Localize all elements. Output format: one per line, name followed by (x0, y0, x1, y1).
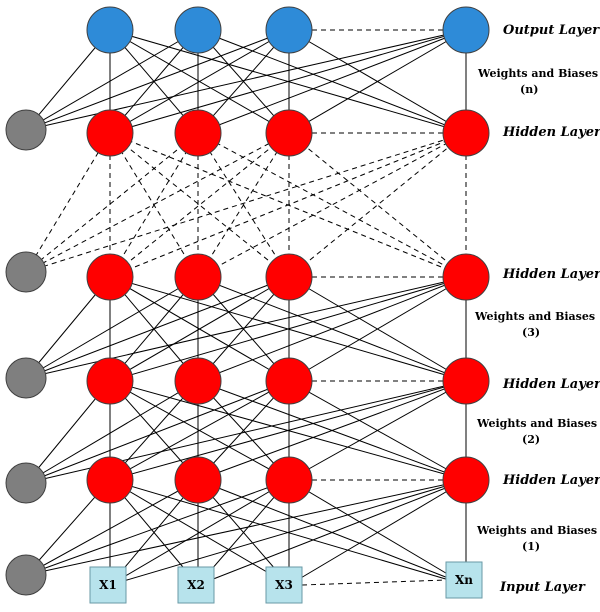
weight-line-n (288, 29, 467, 134)
weight-line-1-bias (25, 479, 467, 576)
output-neuron (442, 6, 490, 54)
weight-line-1-bias (25, 479, 199, 576)
weight-line-3-bias (25, 276, 199, 379)
weight-line-n-bias (25, 29, 290, 131)
output-neuron (86, 6, 134, 54)
output-neuron (265, 6, 313, 54)
weight-line-2 (288, 380, 467, 481)
hidden-layer-3-label: Hidden Layer . (502, 267, 600, 282)
network-nodes (5, 6, 490, 596)
weight-line-n-bias (25, 29, 199, 131)
weight-line-dashed (109, 132, 290, 278)
input-box (445, 561, 483, 599)
input-box (265, 566, 303, 604)
weights-label-1: Weights and Biases (1) (476, 524, 597, 553)
hidden-layer-n-label: Hidden Layer . (502, 125, 600, 140)
weight-line-dashed-bias (25, 132, 467, 273)
input-node-x2: X2 (177, 566, 215, 604)
hidden-neuron (86, 357, 134, 405)
weights-label-n-title: Weights and Biases (477, 67, 598, 80)
output-neuron (174, 6, 222, 54)
hidden-neuron (86, 109, 134, 157)
weights-label-n: Weights and Biases (n) (477, 67, 598, 96)
input-layer-label: Input Layer (499, 580, 586, 595)
weights-label-3-index: (3) (522, 326, 540, 339)
ellipsis-line (301, 579, 447, 586)
weights-label-1-index: (1) (522, 540, 540, 553)
weight-line-3-bias (25, 276, 290, 379)
hidden-neuron (265, 253, 313, 301)
input-node-x3: X3 (265, 566, 303, 604)
connection-lines (25, 29, 467, 586)
weight-line-dashed (197, 132, 467, 278)
bias-node (5, 109, 47, 151)
weight-line-dashed (109, 132, 467, 278)
weight-line-dashed (288, 132, 467, 278)
hidden-neuron (86, 456, 134, 504)
weight-line-1-bias (25, 479, 290, 576)
hidden-neuron (174, 456, 222, 504)
weights-label-2: Weights and Biases (2) (476, 417, 597, 446)
weights-label-3-title: Weights and Biases (474, 310, 595, 323)
input-label-x2: X2 (187, 578, 205, 592)
weight-line-1 (197, 479, 467, 586)
bias-node (5, 462, 47, 504)
hidden-neuron (442, 456, 490, 504)
hidden-neuron (265, 456, 313, 504)
weight-line-n (109, 29, 290, 134)
input-box (89, 566, 127, 604)
weight-line-1 (109, 479, 290, 586)
weight-line-2 (197, 380, 467, 481)
weights-label-1-title: Weights and Biases (476, 524, 597, 537)
hidden-neuron (174, 253, 222, 301)
weight-line-3 (288, 276, 467, 382)
weight-line-dashed (288, 132, 467, 278)
hidden-layer-1-label: Hidden Layer . (502, 473, 600, 488)
weight-line-2-bias (25, 380, 290, 484)
input-node-xn: Xn (445, 561, 483, 599)
weight-line-dashed-bias (25, 132, 111, 273)
hidden-neuron (442, 253, 490, 301)
hidden-neuron (86, 253, 134, 301)
weight-line-dashed-bias (25, 132, 290, 273)
input-node-x1: X1 (89, 566, 127, 604)
weights-label-2-title: Weights and Biases (476, 417, 597, 430)
input-box (177, 566, 215, 604)
bias-node (5, 357, 47, 399)
weight-line-2-bias (25, 380, 199, 484)
weight-line-dashed-bias (25, 132, 199, 273)
hidden-neuron (265, 109, 313, 157)
weights-label-2-index: (2) (522, 433, 540, 446)
bias-node (5, 554, 47, 596)
weight-line-2 (109, 380, 290, 481)
bias-node (5, 251, 47, 293)
input-label-xn: Xn (455, 573, 473, 587)
hidden-neuron (174, 109, 222, 157)
weight-line-1 (109, 479, 467, 586)
hidden-neuron (442, 109, 490, 157)
hidden-neuron (174, 357, 222, 405)
output-layer-label: Output Layer (503, 23, 600, 38)
input-label-x1: X1 (99, 578, 117, 592)
weight-line-3 (109, 276, 290, 382)
hidden-neuron (442, 357, 490, 405)
weight-line-dashed (109, 132, 199, 278)
weights-label-3: Weights and Biases (3) (474, 310, 595, 339)
weight-line-1 (288, 479, 467, 586)
weights-label-n-index: (n) (520, 83, 538, 96)
hidden-neuron (265, 357, 313, 405)
weight-line-dashed (109, 132, 290, 278)
input-label-x3: X3 (275, 578, 293, 592)
weight-line-dashed (197, 132, 290, 278)
hidden-layer-2-label: Hidden Layer . (502, 377, 600, 392)
